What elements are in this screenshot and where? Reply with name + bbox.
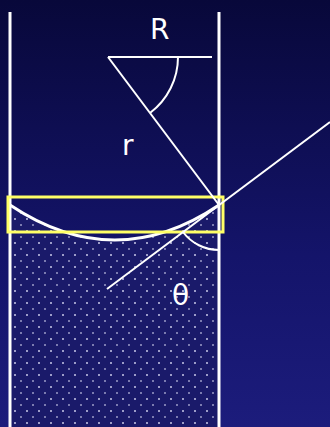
symbol-label: R [150, 16, 169, 44]
meniscus [10, 205, 219, 240]
radius-line [108, 56, 212, 58]
angle-arc [150, 57, 178, 113]
symbol-label: θ [172, 282, 189, 310]
symbol-label: r [122, 132, 134, 160]
liquid [10, 205, 219, 427]
angle-arc [183, 232, 219, 250]
radius-line [108, 57, 219, 205]
tube-wall [218, 12, 221, 427]
tangent-line [107, 122, 330, 289]
